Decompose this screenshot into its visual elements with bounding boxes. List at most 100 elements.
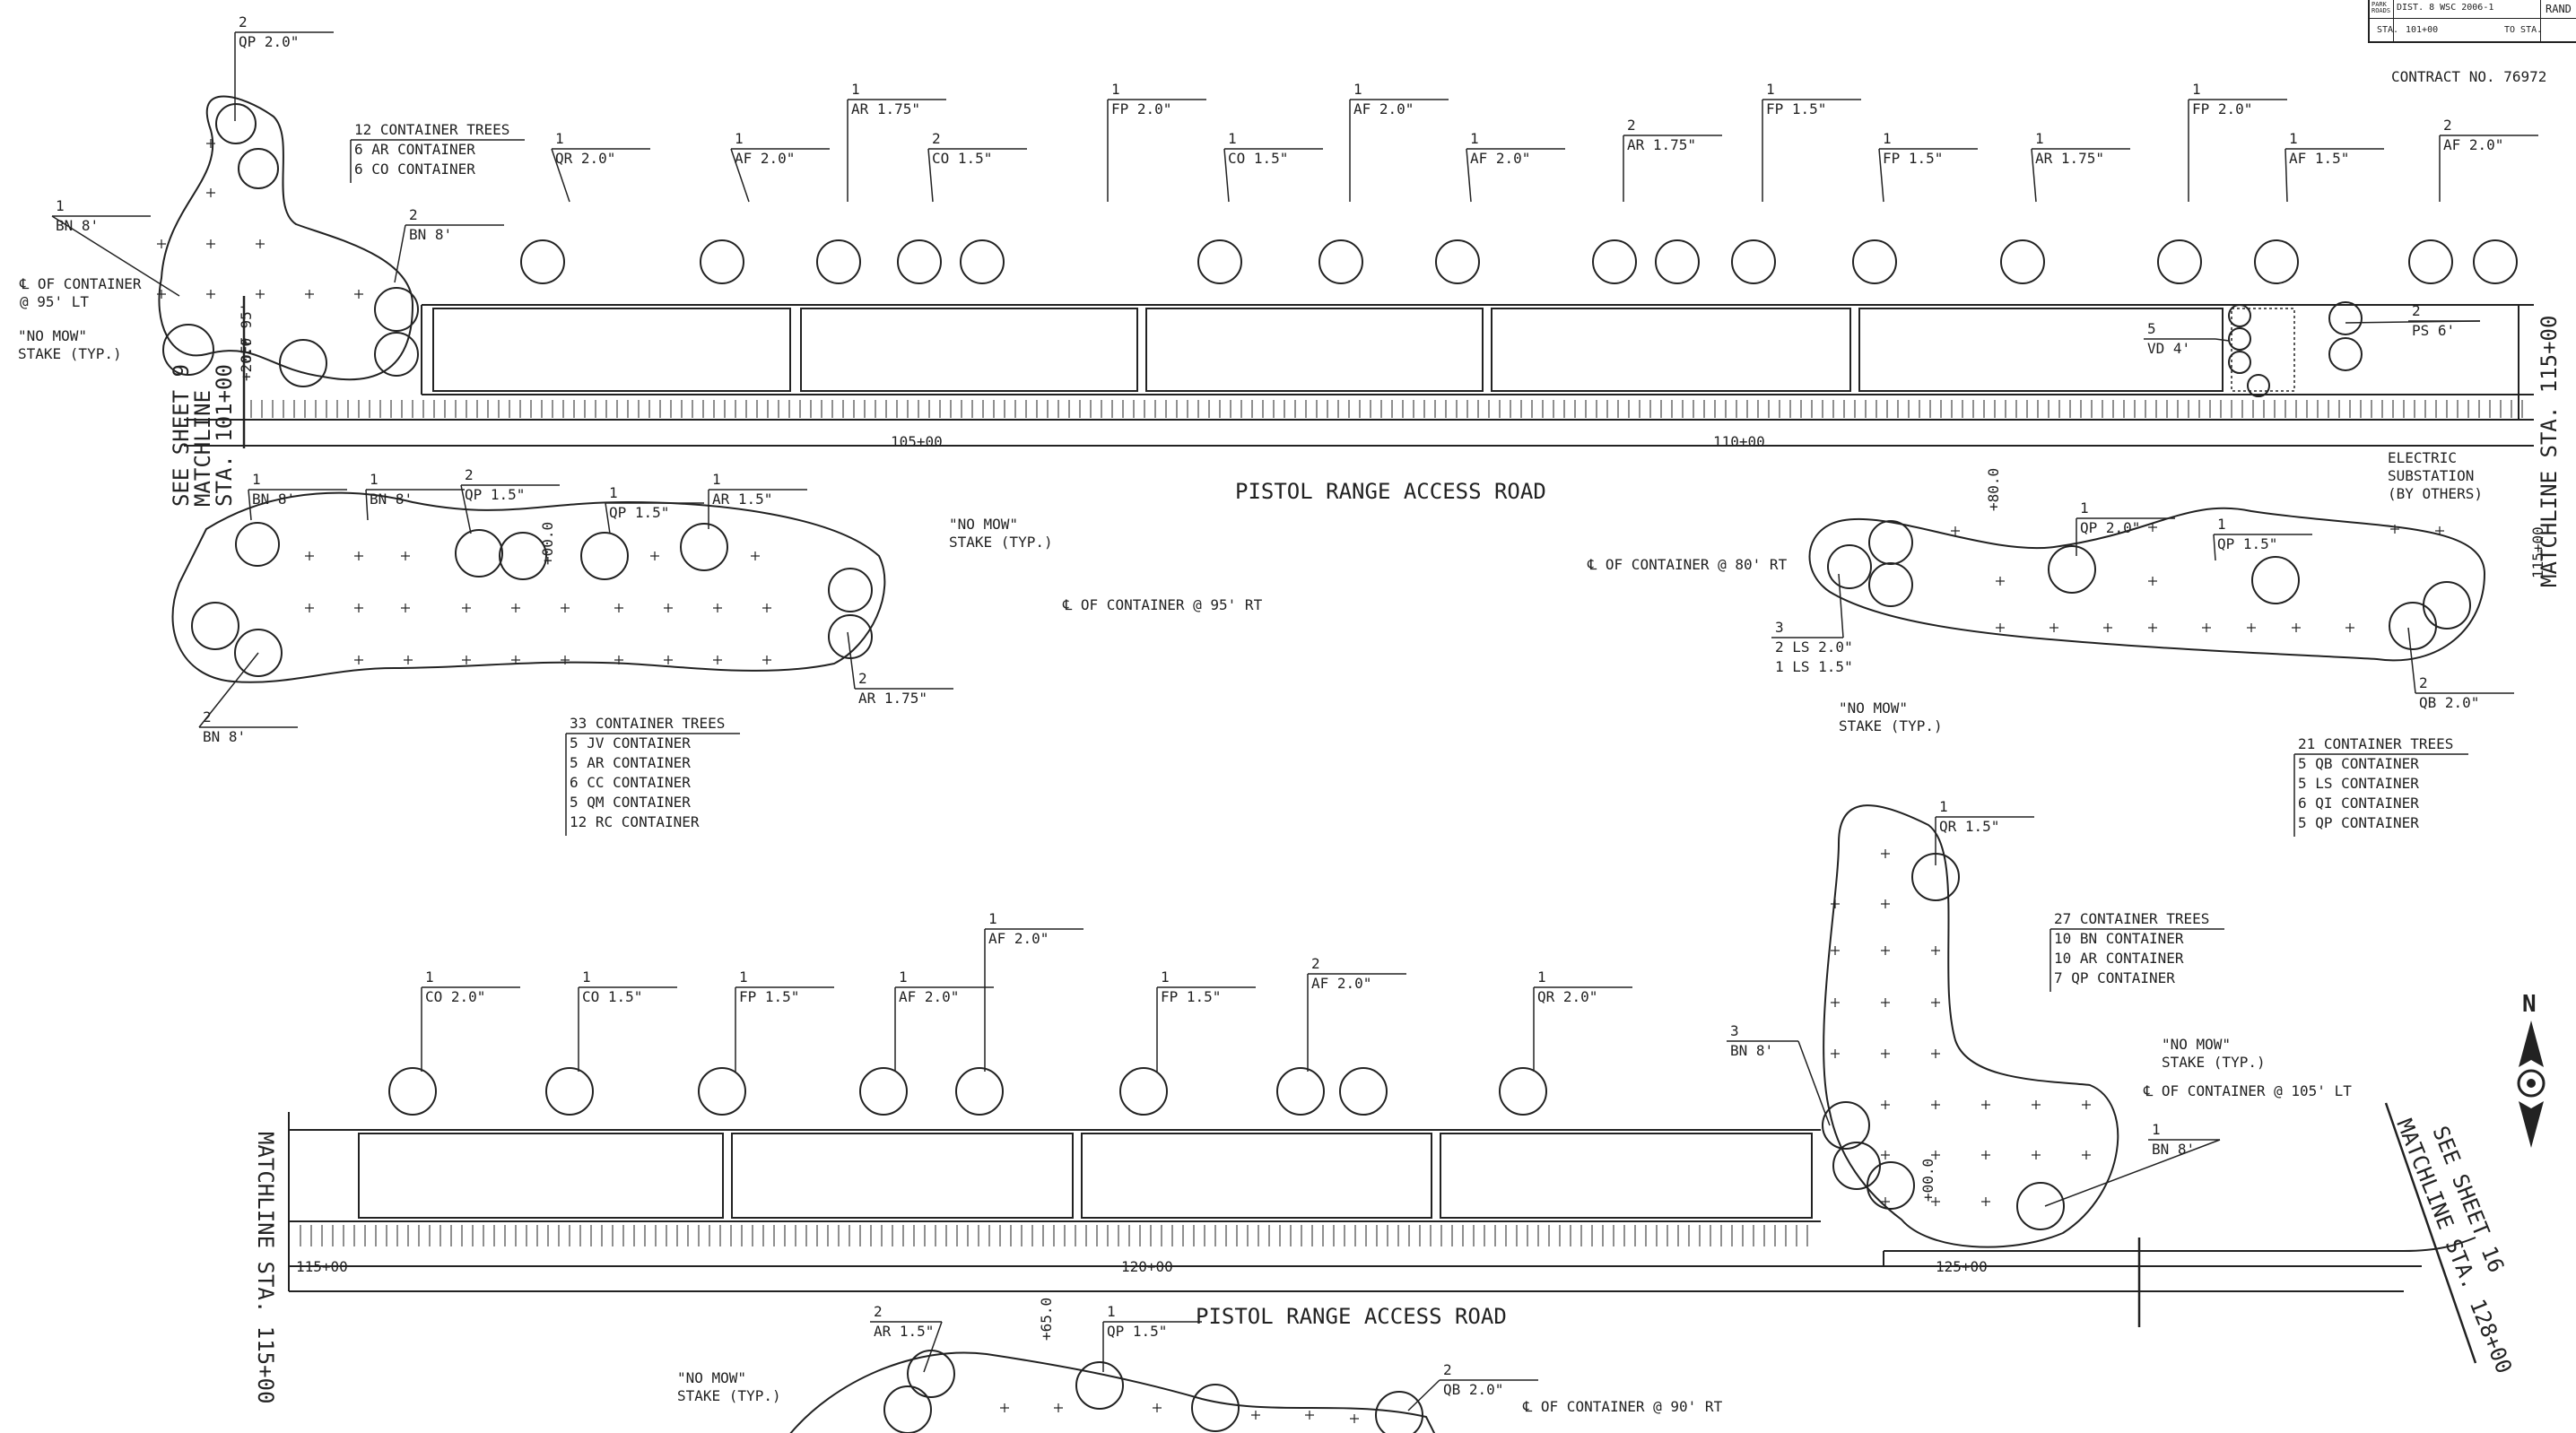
callout-qty: 1: [56, 197, 65, 214]
schedule-title: 33 CONTAINER TREES: [570, 715, 725, 732]
callout-species: AR 1.75": [858, 690, 927, 707]
callout-species: QB 2.0": [2419, 694, 2479, 711]
title-block: PARK ROADS DIST. 8 WSC 2006-1 RAND STA. …: [2368, 0, 2576, 43]
schedule-row: 10 BN CONTAINER: [2054, 930, 2184, 947]
plan-note: STAKE (TYP.): [2162, 1054, 2266, 1071]
callout-qty: 2: [874, 1303, 883, 1320]
callout-species: QP 2.0": [239, 33, 299, 50]
callout-qty: 1: [739, 968, 748, 986]
callout-species: AF 2.0": [2443, 136, 2503, 153]
callout-qty: 1: [609, 484, 618, 501]
schedule-row: 5 JV CONTAINER: [570, 734, 691, 751]
callout-species: AF 2.0": [1311, 975, 1371, 992]
callout-species: AR 1.75": [1627, 136, 1696, 153]
grid-marks: [1000, 849, 2091, 1423]
plan-note: +80.0: [1985, 468, 2002, 511]
plan-note: STAKE (TYP.): [677, 1387, 781, 1404]
callout-species: AF 2.0": [735, 150, 795, 167]
station-label: 115+00: [2529, 526, 2546, 578]
callout-qty: 2: [239, 13, 248, 30]
plan-note: +00.0: [1919, 1159, 1936, 1202]
matchline-left-top: SEE SHEET 9 MATCHLINE STA. 101+00: [169, 296, 246, 507]
callout-species: QP 1.5": [609, 504, 669, 521]
title-block-cell: STA.: [2377, 25, 2399, 35]
callout-species: FP 1.5": [1883, 150, 1943, 167]
plan-note: +20.0: [238, 338, 255, 381]
callout-species: 1 LS 1.5": [1775, 658, 1853, 675]
callout-qty: 1: [1537, 968, 1546, 986]
callout-qty: 1: [2217, 516, 2226, 533]
callout-species: CO 1.5": [582, 988, 642, 1005]
plan-note: (BY OTHERS): [2388, 485, 2483, 502]
schedule-row: 6 AR CONTAINER: [354, 141, 475, 158]
station-label: 125+00: [1936, 1258, 1988, 1275]
schedule-row: 10 AR CONTAINER: [2054, 950, 2184, 967]
callout-species: AF 2.0": [1470, 150, 1530, 167]
callout-qty: 2: [465, 466, 474, 483]
callout-qty: 1: [851, 81, 860, 98]
callout-species: AR 1.75": [851, 100, 920, 117]
callout-qty: 1: [1470, 130, 1479, 147]
callout-qty: 2: [1311, 955, 1320, 972]
callout-qty: 1: [2152, 1121, 2161, 1138]
schedule-title: 21 CONTAINER TREES: [2298, 735, 2453, 752]
callout-qty: 2: [932, 130, 941, 147]
callout-qty: 2: [203, 708, 212, 725]
callout-species: FP 1.5": [1766, 100, 1826, 117]
callout-qty: 1: [1111, 81, 1120, 98]
callout-species: BN 8': [370, 491, 413, 508]
matchline-left-bottom: MATCHLINE STA. 115+00: [253, 1132, 278, 1403]
lower-road: [288, 1102, 2477, 1364]
plan-note: ℄ OF CONTAINER: [19, 275, 142, 292]
station-label: 105+00: [891, 433, 943, 450]
annotations: 2QP 2.0"1BN 8'2BN 8'1QR 2.0"1AF 2.0"1AR …: [18, 13, 2538, 1415]
plan-note: STAKE (TYP.): [949, 534, 1053, 551]
road-name: PISTOL RANGE ACCESS ROAD: [1235, 479, 1546, 504]
callout-species: BN 8': [409, 226, 452, 243]
plan-note: ℄ OF CONTAINER @ 105' LT: [2143, 1082, 2352, 1099]
parking-hatch: [250, 400, 2523, 418]
schedule-row: 6 CC CONTAINER: [570, 774, 691, 791]
callout-species: FP 1.5": [739, 988, 799, 1005]
plan-note: ELECTRIC: [2388, 449, 2457, 466]
plan-note: "NO MOW": [677, 1369, 746, 1386]
callout-qty: 2: [858, 670, 867, 687]
station-label: 120+00: [1121, 1258, 1173, 1275]
title-block-cell: TO STA.: [2504, 25, 2543, 35]
callout-qty: 1: [1228, 130, 1237, 147]
callout-qty: 2: [2443, 117, 2452, 134]
schedule-row: 12 RC CONTAINER: [570, 813, 700, 830]
plan-note: SUBSTATION: [2388, 467, 2474, 484]
matchline-text: STA. 101+00: [212, 364, 237, 507]
callout-qty: 1: [1939, 798, 1948, 815]
callout-species: CO 1.5": [932, 150, 992, 167]
callout-species: AR 1.75": [2035, 150, 2104, 167]
title-block-cell: DIST. 8 WSC 2006-1: [2397, 3, 2494, 13]
callout-qty: 1: [712, 471, 721, 488]
road-name: PISTOL RANGE ACCESS ROAD: [1196, 1304, 1507, 1329]
plan-note: STAKE (TYP.): [1839, 717, 1943, 734]
callout-species: FP 2.0": [2192, 100, 2252, 117]
callout-species: VD 4': [2147, 340, 2190, 357]
callout-qty: 2: [1443, 1361, 1452, 1378]
callout-qty: 1: [1353, 81, 1362, 98]
plan-note: +00.0: [539, 522, 556, 565]
schedule-row: 6 CO CONTAINER: [354, 161, 475, 178]
schedule-row: 7 QP CONTAINER: [2054, 969, 2175, 986]
schedule-row: 5 QB CONTAINER: [2298, 755, 2419, 772]
contract-number: CONTRACT NO. 76972: [2391, 68, 2547, 85]
callout-species: PS 6': [2412, 322, 2455, 339]
callout-qty: 1: [1766, 81, 1775, 98]
schedule-title: 27 CONTAINER TREES: [2054, 910, 2209, 927]
callout-species: AF 2.0": [899, 988, 959, 1005]
callout-species: QP 1.5": [2217, 535, 2277, 552]
callout-species: AF 2.0": [988, 930, 1049, 947]
schedule-row: 6 QI CONTAINER: [2298, 795, 2419, 812]
title-block-cell: RAND: [2546, 3, 2572, 15]
plan-note: "NO MOW": [18, 327, 87, 344]
title-block-cell: 101+00: [2406, 25, 2439, 35]
plan-note: ℄ OF CONTAINER @ 90' RT: [1522, 1398, 1723, 1415]
callout-qty: 1: [2289, 130, 2298, 147]
plan-note: ℄ OF CONTAINER @ 80' RT: [1587, 556, 1788, 573]
